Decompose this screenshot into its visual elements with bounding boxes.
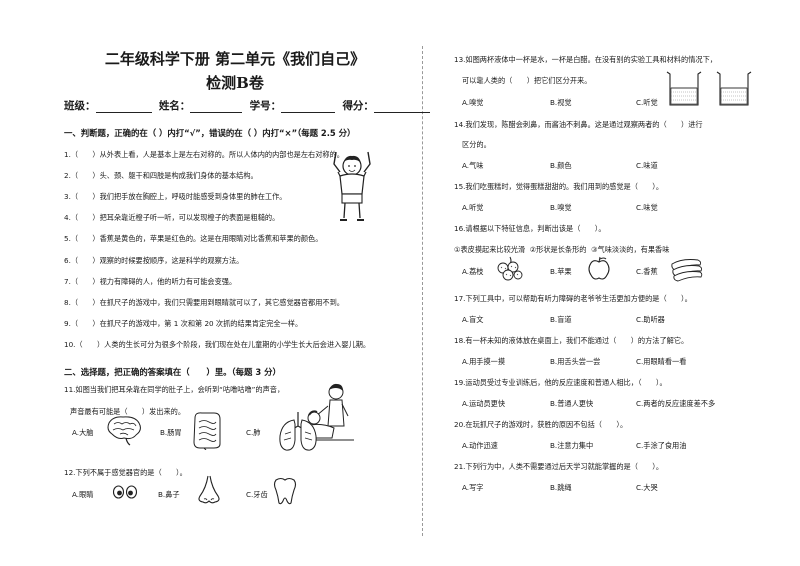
q19-option-b[interactable]: B.普通人更快 [550,399,594,408]
exam-subtitle: 检测B卷 [206,74,264,92]
q11-stem: 11.如图当我们把耳朵靠在同学的肚子上，会听到“咕噜咕噜”的声音， [64,385,285,394]
judge-item-3: 3.（ ）我们把手放在胸腔上，呼吸时能感受到身体里的肺在工作。 [64,192,287,201]
eyes-icon [112,484,138,500]
q15-option-a[interactable]: A.听觉 [462,203,484,212]
q16-clue-1: ①表皮摸起来比较光滑 [454,245,526,254]
judge-item-10: 10.（ ）人类的生长可分为很多个阶段，我们现在处在儿童期的小学生长大后会进入婴… [64,340,371,349]
exam-title: 二年级科学下册 第二单元《我们自己》 [104,50,366,68]
q18-option-a[interactable]: A.用手摸一摸 [462,357,506,366]
q13-stem-2: 可以靠人类的（ ）把它们区分开来。 [462,76,592,85]
q12-stem: 12.下列不属于感觉器官的是（ ）。 [64,468,187,477]
tooth-icon [272,476,298,506]
q18-option-c[interactable]: C.用眼睛看一看 [636,357,687,366]
apple-icon [586,256,612,282]
q15-option-b[interactable]: B.嗅觉 [550,203,572,212]
number-blank[interactable] [281,103,336,113]
class-blank[interactable] [95,103,152,113]
student-info-row: 班级： 姓名： 学号： 得分： [64,98,430,113]
beaker-left-icon [664,70,704,108]
brain-icon [104,414,144,446]
q17-option-a[interactable]: A.盲文 [462,315,484,324]
q14-stem: 14.我们发现，陈醋会刺鼻，而酱油不刺鼻。这是通过观察两者的（ ）进行 [454,120,703,129]
judge-item-4: 4.（ ）把耳朵靠近橙子听一听，可以发现橙子的表面是粗糙的。 [64,213,280,222]
q14-stem-2: 区分的。 [462,140,491,149]
q14-option-b[interactable]: B.颜色 [550,161,572,170]
class-label: 班级： [64,100,96,112]
q12-option-b[interactable]: B.鼻子 [158,490,180,499]
name-label: 姓名： [158,100,191,112]
q12-option-a[interactable]: A.眼睛 [72,490,94,499]
q16-clue-2: ②形状是长条形的 [529,245,587,254]
q20-option-a[interactable]: A.动作迅速 [462,441,498,450]
q16-clue-3: ③气味淡淡的，有果香味 [591,245,670,254]
q19-stem: 19.运动员受过专业训练后，他的反应速度和普通人相比，（ ）。 [454,378,667,387]
judge-item-7: 7.（ ）视力有障碍的人，他的听力有可能会变强。 [64,277,237,286]
q17-stem: 17.下列工具中，可以帮助有听力障碍的老爷爷生活更加方便的是（ ）。 [454,294,692,303]
q14-option-c[interactable]: C.味道 [636,161,658,170]
q13-option-c[interactable]: C.听觉 [636,98,658,107]
judge-item-5: 5.（ ）香蕉是黄色的，苹果是红色的。这是在用眼睛对比香蕉和苹果的颜色。 [64,234,323,243]
intestines-icon [190,410,224,450]
score-blank[interactable] [373,103,430,113]
q16-clues: ①表皮摸起来比较光滑 ②形状是长条形的 ③气味淡淡的，有果香味 [454,245,669,255]
q17-option-c[interactable]: C.助听器 [636,315,665,324]
q18-option-b[interactable]: B.用舌头尝一尝 [550,357,601,366]
lychee-icon [494,256,526,282]
lungs-icon [276,410,320,454]
q21-option-c[interactable]: C.大哭 [636,483,658,492]
q19-option-c[interactable]: C.两者的反应速度差不多 [636,399,716,408]
q16-option-c[interactable]: C.香蕉 [636,267,658,276]
q21-option-b[interactable]: B.跳绳 [550,483,572,492]
name-blank[interactable] [190,103,243,113]
q21-option-a[interactable]: A.写字 [462,483,484,492]
q19-option-a[interactable]: A.运动员更快 [462,399,506,408]
q13-stem: 13.如图两杯液体中一杯是水，一杯是白醋。在没有别的实验工具和材料的情况下， [454,55,717,64]
q11-option-a[interactable]: A.大脑 [72,428,94,437]
q16-stem: 16.请根据以下特征信息，判断出该是（ ）。 [454,224,606,233]
column-divider [422,46,423,536]
number-label: 学号： [249,100,282,112]
q21-stem: 21.下列行为中，人类不需要通过后天学习就能掌握的是（ ）。 [454,462,664,471]
q14-option-a[interactable]: A.气味 [462,161,484,170]
q20-option-c[interactable]: C.手涂了食用油 [636,441,687,450]
child-illustration [330,150,374,228]
q13-option-a[interactable]: A.嗅觉 [462,98,484,107]
judge-item-9: 9.（ ）在抓尺子的游戏中，第 1 次和第 20 次抓的结果肯定完全一样。 [64,319,303,328]
judge-item-8: 8.（ ）在抓尺子的游戏中，我们只需要用到眼睛就可以了，其它感觉器官都用不到。 [64,298,344,307]
q18-stem: 18.有一杯未知的液体放在桌面上，我们不能通过（ ）的方法了解它。 [454,336,689,345]
q13-option-b[interactable]: B.视觉 [550,98,572,107]
judge-item-1: 1.（ ）从外表上看，人是基本上是左右对称的。所以人体内的内部也是左右对称的。 [64,150,344,159]
q11-option-b[interactable]: B.肠胃 [160,428,182,437]
judge-item-6: 6.（ ）观察的时候要按顺序，这是科学的观察方法。 [64,256,244,265]
q15-option-c[interactable]: C.味觉 [636,203,658,212]
q20-option-b[interactable]: B.注意力集中 [550,441,594,450]
score-label: 得分： [342,100,374,112]
q11-stem-2: 声音最有可能是（ ）发出来的。 [70,407,186,416]
section2-heading: 二、选择题，把正确的答案填在（ ）里。（每题 3 分） [64,367,281,377]
beaker-right-icon [714,70,754,108]
q12-option-c[interactable]: C.牙齿 [246,490,268,499]
q16-option-b[interactable]: B.苹果 [550,267,572,276]
q16-option-a[interactable]: A.荔枝 [462,267,484,276]
banana-icon [668,254,704,282]
q11-option-c[interactable]: C.肺 [246,428,261,437]
q17-option-b[interactable]: B.盲道 [550,315,572,324]
q15-stem: 15.我们吃蛋糕时，觉得蛋糕甜甜的。我们用到的感觉是（ ）。 [454,182,664,191]
q20-stem: 20.在玩抓尺子的游戏时，获胜的原因不包括（ ）。 [454,420,628,429]
section1-heading: 一、判断题，正确的在（ ）内打“√”，错误的在（ ）内打“×”（每题 2.5 分… [64,128,356,138]
nose-icon [194,474,224,506]
judge-item-2: 2.（ ）头、颈、躯干和四肢是构成我们身体的基本结构。 [64,171,258,180]
